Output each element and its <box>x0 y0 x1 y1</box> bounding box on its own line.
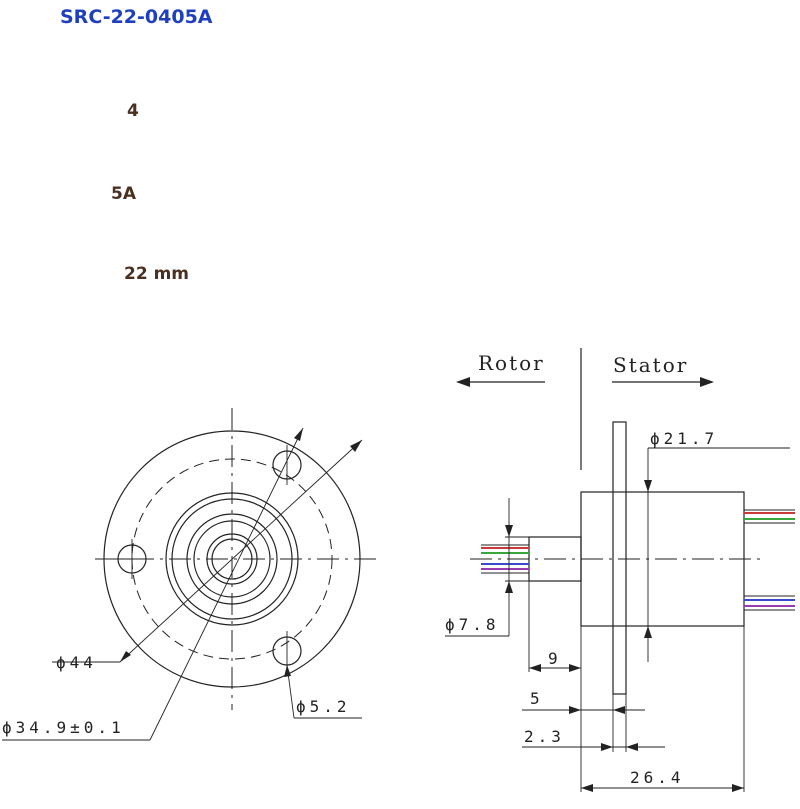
body-ring-3 <box>186 513 278 605</box>
dim-body-diameter: ϕ21.7 <box>650 429 718 448</box>
body-ring-outer <box>165 492 299 626</box>
body-ring-4 <box>193 520 271 598</box>
dim-hole-circle: ϕ34.9±0.1 <box>2 718 125 737</box>
dim-flange-offset: 5 <box>530 689 544 708</box>
body-ring-2 <box>171 498 293 620</box>
diameter-value: 22 mm <box>124 264 190 284</box>
stator-wires <box>744 509 795 611</box>
leader-hole-circle <box>149 427 304 741</box>
front-view: ϕ44 ϕ34.9±0.1 ϕ5.2 <box>2 408 382 741</box>
shaft-inner-circle <box>211 538 253 580</box>
dim-shaft-diameter: ϕ7.8 <box>445 615 500 634</box>
dim-hole-diameter: ϕ5.2 <box>296 697 351 716</box>
side-view: Rotor Stator <box>445 348 795 792</box>
flange-plate <box>612 421 627 695</box>
current-rating-value: 5A <box>111 184 136 204</box>
leader-outer-diameter <box>119 439 363 663</box>
shaft-outer-circle <box>206 533 258 585</box>
rotor-wires <box>481 544 529 574</box>
rotor-label: Rotor <box>478 351 545 375</box>
dim-outer-diameter: ϕ44 <box>56 653 97 672</box>
dim-shaft-length: 9 <box>548 649 562 668</box>
stator-label: Stator <box>613 353 688 377</box>
ring-count-value: 4 <box>127 101 139 121</box>
model-title: SRC-22-0405A <box>60 6 213 28</box>
dim-total-length: 26.4 <box>630 768 685 787</box>
dim-flange-thickness: 2.3 <box>524 727 565 746</box>
rotor-shaft <box>528 536 582 582</box>
flange-outer-circle <box>103 430 361 688</box>
